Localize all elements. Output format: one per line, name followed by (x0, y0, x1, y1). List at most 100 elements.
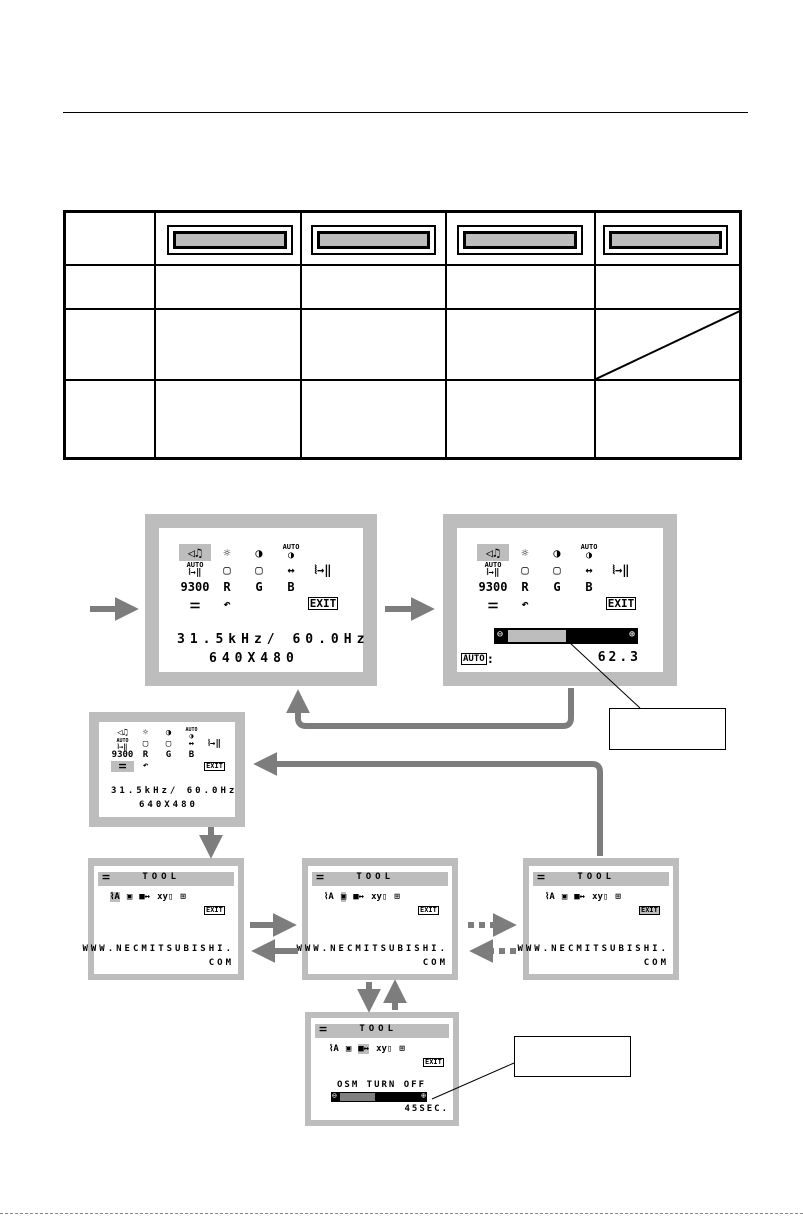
back-to-main-arrow (286, 688, 574, 729)
color-preset-icon[interactable]: 9300 (111, 750, 134, 760)
tool-osd-screen: ⚌ TOOL ⌇A ▣ ■↔ xy▯ ⊞ EXIT WWW.NECMITSUBI… (296, 866, 452, 974)
signal-info-icon[interactable]: ⊞ (399, 1044, 405, 1054)
volume-icon[interactable]: ◁♫ (117, 728, 128, 738)
osm-turn-off-icon[interactable]: ■↔ (139, 892, 151, 902)
auto-fine-icon[interactable]: AUTO⦚→‖ (186, 560, 204, 578)
h-position-icon[interactable]: ▢ (223, 562, 231, 577)
osm-position-icon[interactable]: ▣ (126, 892, 133, 902)
exit-icon[interactable]: EXIT (639, 906, 660, 916)
red-icon[interactable]: R (521, 579, 529, 594)
blue-icon[interactable]: B (585, 579, 593, 594)
tool-icon[interactable]: ⚌ (189, 596, 201, 611)
tool-icon[interactable]: ⚌ (487, 596, 499, 611)
volume-icon[interactable]: ◁♫ (477, 544, 509, 561)
brightness-icon[interactable]: ☼ (223, 545, 231, 560)
adjust-slider[interactable]: ⊖ ⊕ (494, 628, 638, 644)
auto-adjust-icon[interactable]: AUTO◑ (282, 543, 300, 561)
red-icon[interactable]: R (223, 579, 231, 594)
osm-lockout-icon[interactable]: xy▯ (376, 1044, 393, 1054)
plus-icon[interactable]: ⊕ (628, 629, 635, 640)
osm-lockout-icon[interactable]: xy▯ (157, 892, 174, 902)
exit-icon[interactable]: EXIT (423, 1058, 444, 1068)
minus-icon[interactable]: ⊖ (332, 1091, 337, 1100)
blue-icon[interactable]: B (188, 750, 195, 760)
exit-icon[interactable]: EXIT (204, 906, 225, 916)
adjust-value: 62.3 (597, 650, 641, 665)
v-position-icon[interactable]: ▢ (165, 739, 172, 749)
table-divider (66, 264, 739, 266)
osm-turn-off-panel: ⚌ TOOL ⌇A ▣ ■↔ xy▯ ⊞ EXIT OSM TURN OFF ⊖… (305, 1012, 459, 1126)
table-divider (154, 213, 156, 457)
osm-turn-off-icon[interactable]: ■↔ (358, 1044, 370, 1054)
language-icon[interactable]: ⌇A (329, 1044, 339, 1054)
reset-icon[interactable]: ↶ (142, 761, 149, 771)
fine-icon[interactable]: ⦚→‖ (314, 562, 332, 577)
exit-icon[interactable]: EXIT (418, 906, 439, 916)
osm-turn-off-screen: ⚌ TOOL ⌇A ▣ ■↔ xy▯ ⊞ EXIT OSM TURN OFF ⊖… (311, 1018, 453, 1120)
green-icon[interactable]: G (255, 579, 263, 594)
osm-position-icon[interactable]: ▣ (561, 892, 568, 902)
contrast-icon[interactable]: ◑ (255, 545, 263, 560)
exit-icon[interactable]: EXIT (605, 596, 637, 611)
tool-icon-row: ⌇A ▣ ■↔ xy▯ ⊞ (545, 892, 621, 902)
green-icon[interactable]: G (553, 579, 561, 594)
language-icon[interactable]: ⌇A (324, 892, 334, 902)
osm-turn-off-icon[interactable]: ■↔ (574, 892, 586, 902)
osm-turn-off-icon[interactable]: ■↔ (353, 892, 365, 902)
signal-info-icon[interactable]: ⊞ (394, 892, 400, 902)
exit-icon[interactable]: EXIT (307, 596, 339, 611)
auto-fine-icon[interactable]: AUTO⦚→‖ (116, 737, 129, 751)
auto-fine-icon[interactable]: AUTO⦚→‖ (484, 560, 502, 578)
signal-info-icon[interactable]: ⊞ (180, 892, 186, 902)
minus-icon[interactable]: ⊖ (497, 629, 504, 640)
v-position-icon[interactable]: ▢ (255, 562, 263, 577)
contrast-icon[interactable]: ◑ (165, 728, 172, 738)
callout-leader (569, 642, 641, 709)
main-osd-screen: ◁♫ ☼ ◑ AUTO◑ AUTO⦚→‖ ▢ ▢ ↔ ⦚→‖ 9300 R G … (159, 528, 364, 672)
h-position-icon[interactable]: ▢ (142, 739, 149, 749)
contrast-icon[interactable]: ◑ (553, 545, 561, 560)
fine-icon[interactable]: ⦚→‖ (612, 562, 630, 577)
osm-position-icon[interactable]: ▣ (340, 892, 347, 902)
plus-icon[interactable]: ⊕ (421, 1091, 426, 1100)
osm-position-icon[interactable]: ▣ (345, 1044, 352, 1054)
control-table (63, 210, 742, 460)
osm-lockout-icon[interactable]: xy▯ (371, 892, 388, 902)
header-rule (63, 112, 748, 113)
brightness-icon[interactable]: ☼ (142, 728, 149, 738)
green-icon[interactable]: G (165, 750, 172, 760)
auto-adjust-icon[interactable]: AUTO◑ (580, 543, 598, 561)
color-preset-icon[interactable]: 9300 (478, 579, 508, 594)
osm-turn-off-slider[interactable]: ⊖ ⊕ (331, 1091, 427, 1102)
red-icon[interactable]: R (142, 750, 149, 760)
osm-lockout-icon[interactable]: xy▯ (592, 892, 609, 902)
fine-icon[interactable]: ⦚→‖ (208, 739, 221, 749)
reset-icon[interactable]: ↶ (521, 596, 529, 611)
language-icon[interactable]: ⌇A (110, 892, 120, 902)
return-arrow (253, 752, 603, 856)
tool-title: TOOL (359, 1024, 398, 1034)
tool-osd-panel-2: ⚌ TOOL ⌇A ▣ ■↔ xy▯ ⊞ EXIT WWW.NECMITSUBI… (296, 858, 458, 980)
v-position-icon[interactable]: ▢ (553, 562, 561, 577)
blue-icon[interactable]: B (287, 579, 295, 594)
color-preset-icon[interactable]: 9300 (180, 579, 210, 594)
header-button-box (167, 225, 293, 255)
url-line-2: COM (208, 958, 234, 968)
h-size-icon[interactable]: ↔ (585, 562, 593, 577)
signal-info-icon[interactable]: ⊞ (615, 892, 621, 902)
adjust-slider-fill (508, 630, 566, 642)
h-size-icon[interactable]: ↔ (188, 739, 195, 749)
reset-icon[interactable]: ↶ (223, 596, 231, 611)
brightness-icon[interactable]: ☼ (521, 545, 529, 560)
h-position-icon[interactable]: ▢ (521, 562, 529, 577)
tool-osd-screen: ⚌ TOOL ⌇A ▣ ■↔ xy▯ ⊞ EXIT WWW.NECMITSUBI… (517, 866, 673, 974)
h-size-icon[interactable]: ↔ (287, 562, 295, 577)
exit-icon[interactable]: EXIT (204, 761, 225, 772)
tool-icon[interactable]: ⚌ (111, 761, 134, 772)
tool-title-bar: ⚌ TOOL (315, 1024, 449, 1038)
resolution-readout: 640X480 (139, 800, 198, 810)
tool-icon: ⚌ (316, 872, 329, 882)
volume-icon[interactable]: ◁♫ (179, 544, 211, 561)
auto-adjust-icon[interactable]: AUTO◑ (185, 726, 198, 740)
language-icon[interactable]: ⌇A (545, 892, 555, 902)
